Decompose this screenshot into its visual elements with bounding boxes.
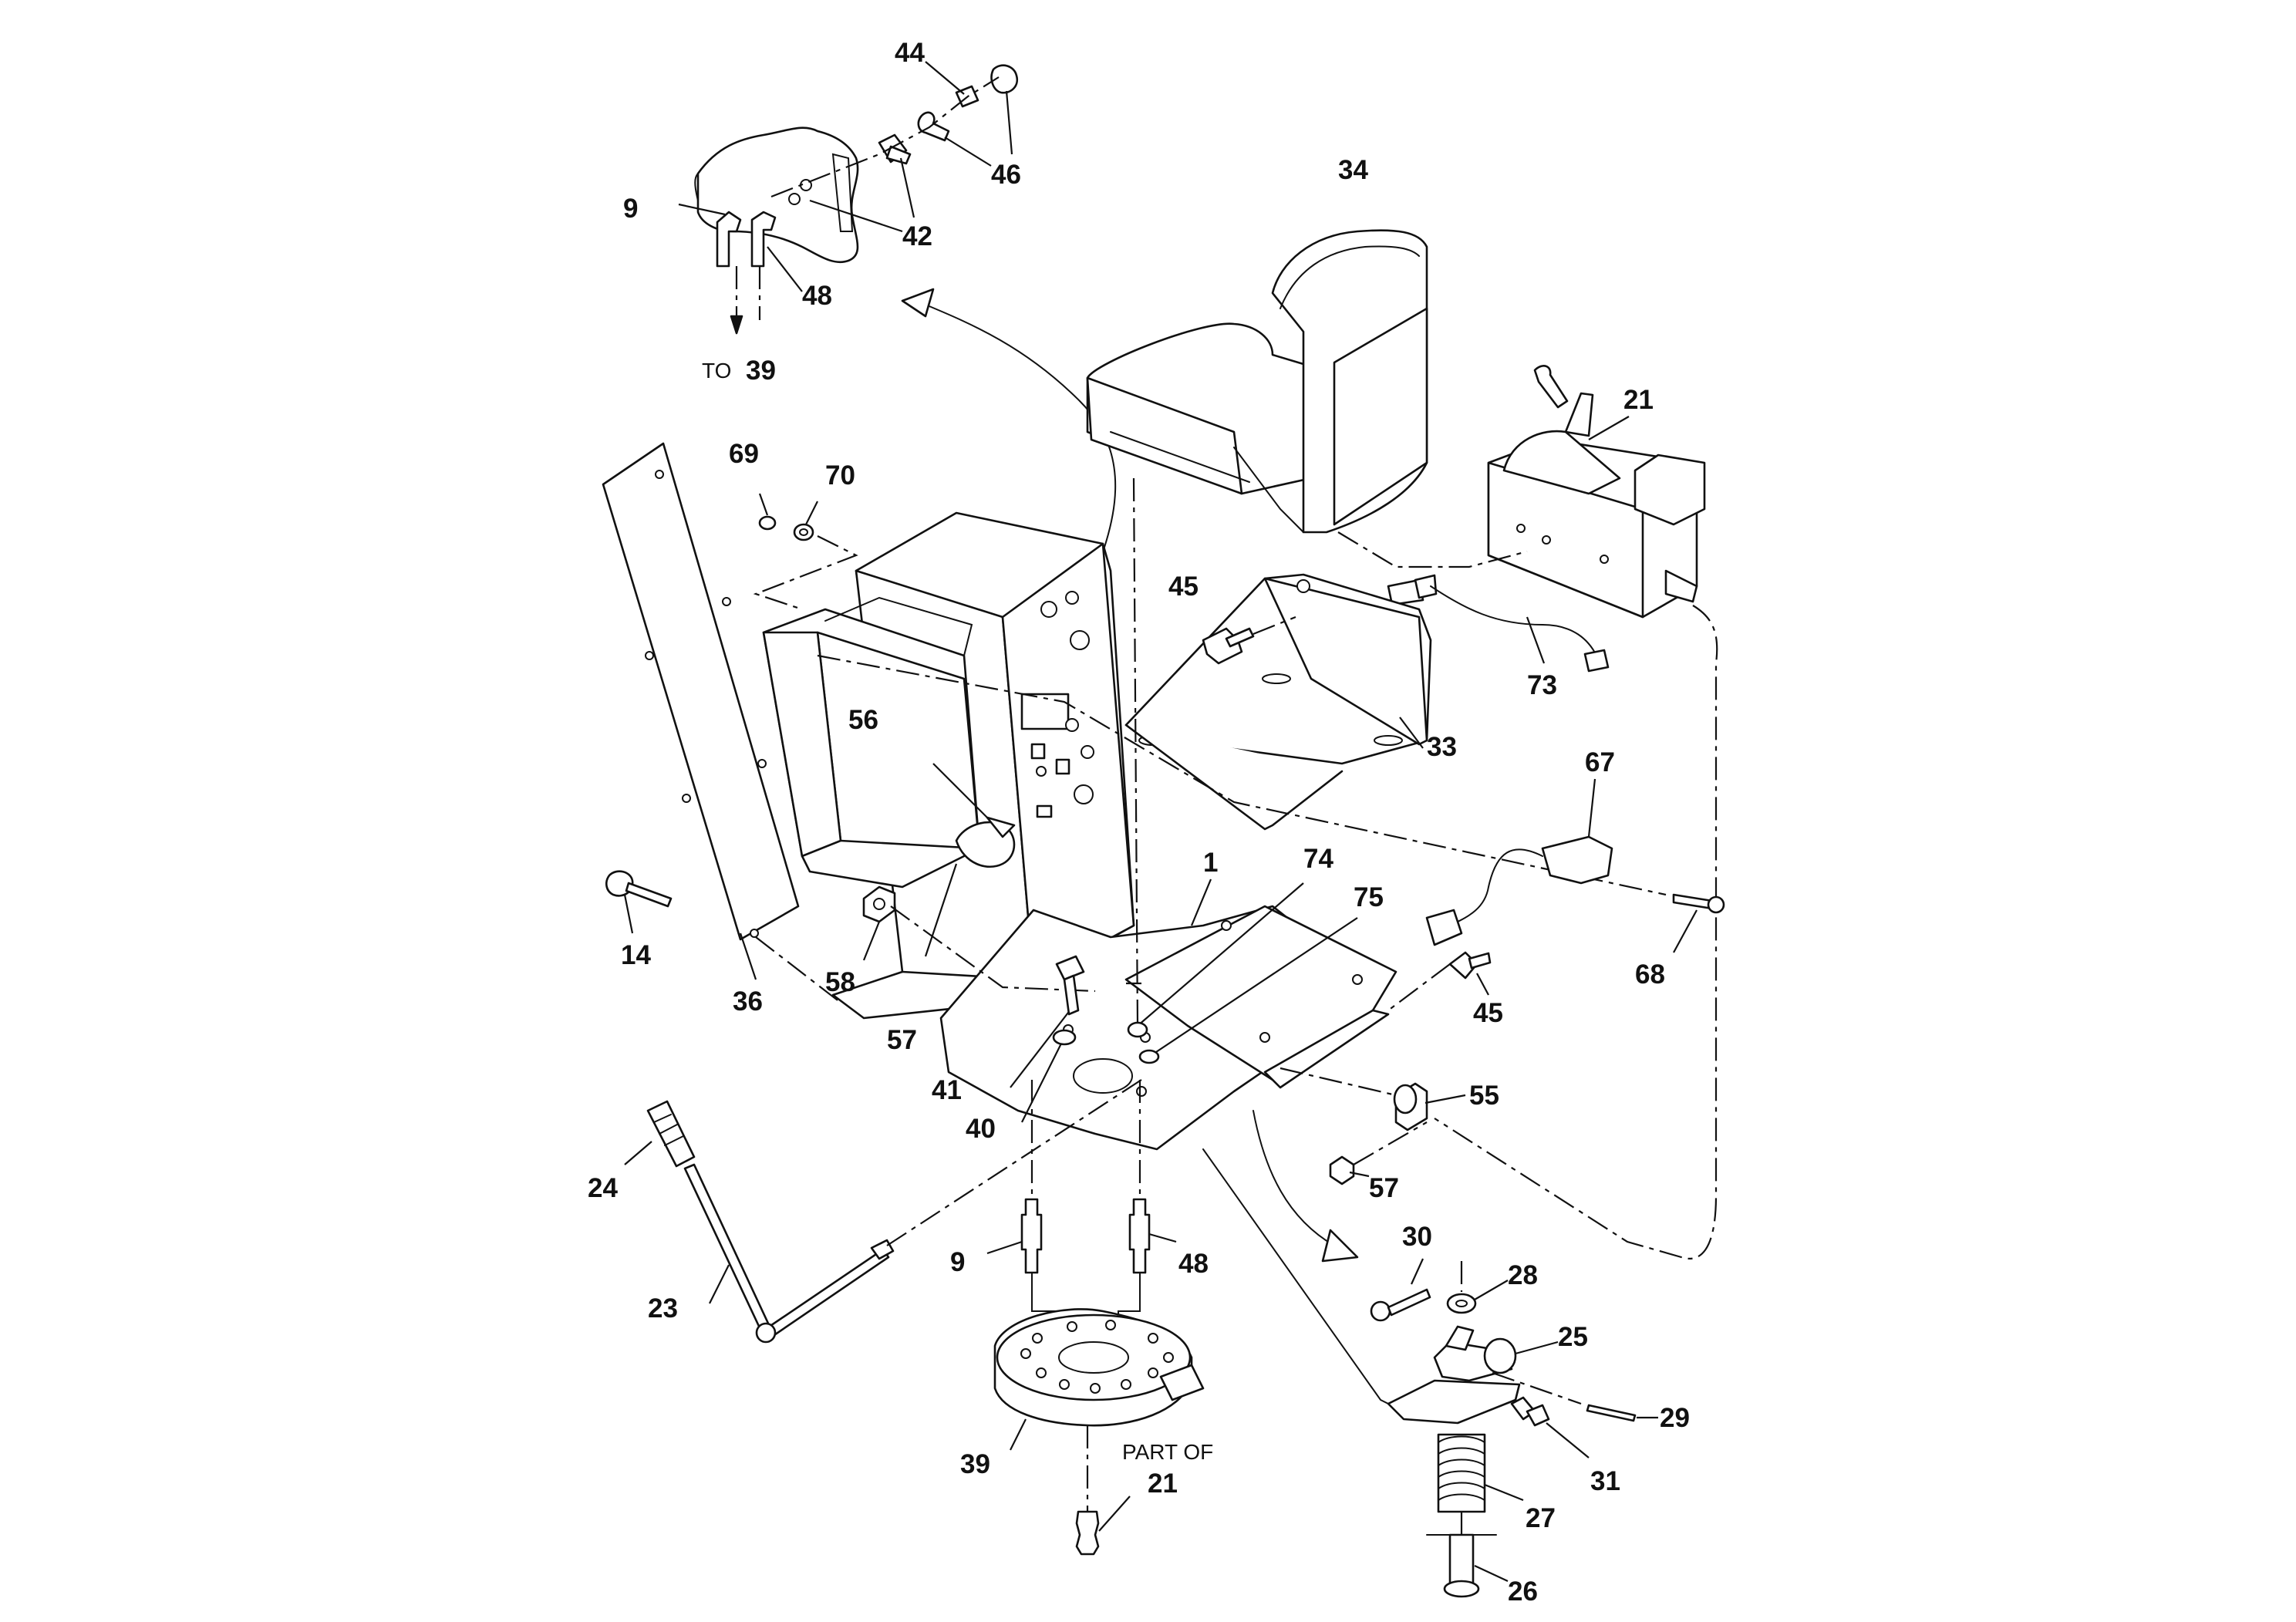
callout-75: 75 (1354, 882, 1384, 912)
bulkhead-fitting-42 (878, 133, 912, 165)
callout-1: 1 (1203, 848, 1218, 878)
callout-73: 73 (1527, 670, 1557, 700)
bolt-41 (1055, 955, 1085, 1016)
seat-34 (1086, 229, 1428, 534)
washer-75 (1138, 1049, 1160, 1064)
callout-21-top: 21 (1623, 385, 1654, 415)
curved-arrow-down (1253, 1110, 1335, 1246)
top-fitting-inset (678, 61, 1019, 335)
callout-74: 74 (1303, 844, 1333, 874)
nut-57-right (1329, 1155, 1355, 1185)
callout-40: 40 (966, 1114, 996, 1144)
callout-68: 68 (1635, 959, 1665, 990)
latch-25 (1387, 1325, 1521, 1425)
bolt-45-bottom (1448, 951, 1492, 980)
callout-57-left: 57 (887, 1025, 917, 1055)
pin-26 (1443, 1533, 1480, 1598)
side-panel-36 (602, 442, 800, 941)
nut-58 (862, 885, 896, 923)
callout-67: 67 (1585, 747, 1615, 777)
nut-74 (1127, 1021, 1148, 1038)
bolt-31 (1510, 1396, 1550, 1427)
to-note-word: TO (702, 359, 731, 383)
callout-34: 34 (1338, 155, 1368, 185)
fitting-48-bottom (1128, 1198, 1151, 1274)
callout-26: 26 (1508, 1576, 1538, 1607)
elbow-fitting-48-top (750, 211, 777, 268)
bushing-55 (1393, 1082, 1428, 1131)
callout-46: 46 (991, 160, 1021, 190)
callout-70: 70 (825, 460, 855, 491)
callout-27: 27 (1526, 1503, 1556, 1533)
swivel-plate-39 (993, 1308, 1205, 1427)
knob-57 (924, 816, 1016, 957)
bolt-45-top (1202, 627, 1255, 665)
callout-41: 41 (932, 1075, 962, 1105)
callout-45-bottom: 45 (1473, 998, 1503, 1028)
lever-rod-23 (683, 1163, 895, 1344)
wire-harness-73 (1387, 574, 1610, 673)
fitting-9-bottom (1020, 1198, 1043, 1274)
callout-21-bottom: 21 (1148, 1469, 1178, 1499)
spring-27 (1437, 1433, 1486, 1513)
callout-57-right: 57 (1369, 1173, 1399, 1203)
callout-36: 36 (733, 986, 763, 1017)
callout-42: 42 (902, 221, 932, 251)
callout-33: 33 (1427, 732, 1457, 762)
callout-48-top: 48 (802, 281, 832, 311)
bolt-14 (605, 870, 673, 908)
callout-44: 44 (895, 38, 925, 68)
callout-30: 30 (1402, 1222, 1432, 1252)
curved-arrow-up (925, 304, 1117, 610)
part-of-note: PART OF (1122, 1440, 1213, 1464)
callout-55: 55 (1469, 1081, 1499, 1111)
callout-29: 29 (1660, 1403, 1690, 1433)
spring-part-of-21 (1075, 1510, 1100, 1556)
callout-24: 24 (588, 1173, 618, 1203)
cable-67 (1425, 778, 1613, 946)
washer-40 (1052, 1029, 1077, 1046)
clamp-46 (917, 111, 950, 142)
callout-39: 39 (960, 1449, 990, 1479)
eyebolt-30 (1370, 1288, 1431, 1322)
washer-69 (758, 515, 777, 531)
grip-24 (646, 1100, 696, 1168)
callout-9-bottom: 9 (950, 1247, 965, 1277)
callout-45-top: 45 (1168, 572, 1199, 602)
callout-31: 31 (1590, 1466, 1620, 1496)
seat-bracket-33 (1124, 573, 1432, 831)
to-note-target: 39 (746, 356, 776, 386)
washer-70 (793, 523, 814, 541)
callout-48-bottom: 48 (1178, 1249, 1209, 1279)
callout-23: 23 (648, 1293, 678, 1324)
elbow-fitting-9-top (716, 211, 742, 268)
control-box-21 (1487, 365, 1706, 619)
callout-56: 56 (848, 705, 878, 735)
callout-69: 69 (729, 439, 759, 469)
callout-9-top: 9 (623, 194, 638, 224)
callout-58: 58 (825, 967, 855, 997)
column-base-plate (939, 905, 1397, 1151)
washer-28 (1446, 1293, 1477, 1314)
callout-14: 14 (621, 940, 651, 970)
pin-29 (1586, 1404, 1637, 1422)
screw-68 (1672, 893, 1725, 914)
callout-28: 28 (1508, 1260, 1538, 1290)
mounting-box (762, 596, 981, 889)
callout-25: 25 (1558, 1322, 1588, 1352)
